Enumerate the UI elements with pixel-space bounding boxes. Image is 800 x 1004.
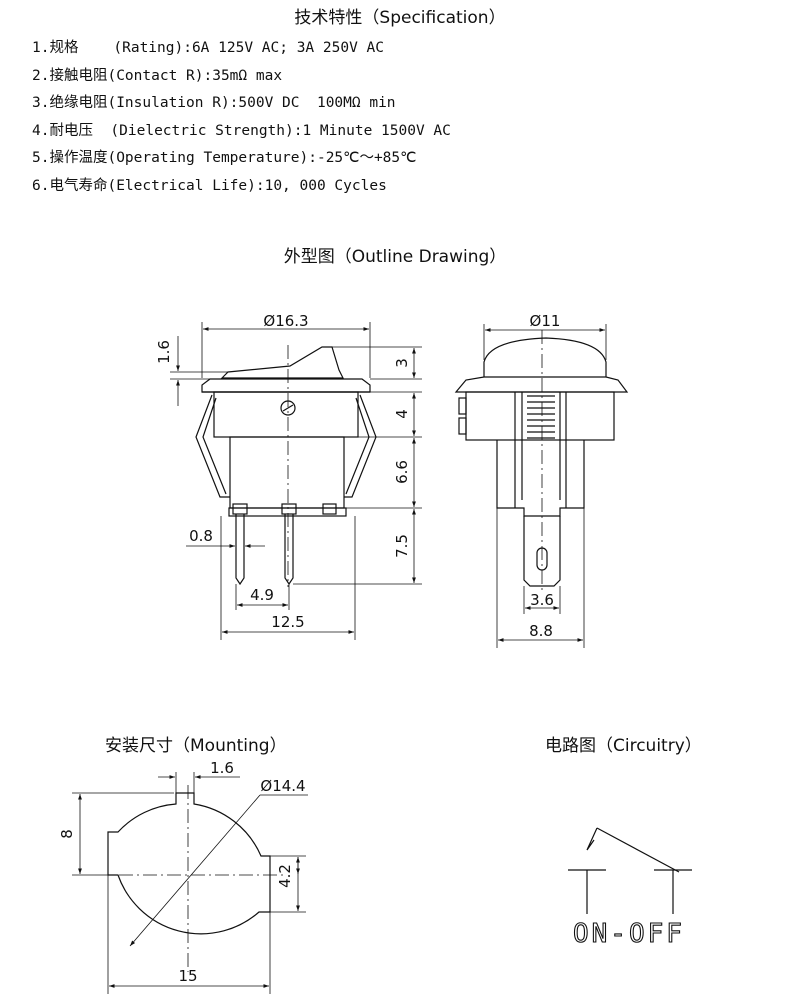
dim-cap-diameter: Ø11 xyxy=(530,312,561,330)
specification-title: 技术特性（Specification） xyxy=(294,8,506,28)
terminal-middle xyxy=(284,514,294,586)
dim-side-terminal-width: 3.6 xyxy=(530,591,554,609)
dim-terminal-length: 7.5 xyxy=(393,534,411,558)
dim-rocker-height: 1.6 xyxy=(155,340,173,364)
dim-hole-diameter: Ø14.4 xyxy=(260,777,305,795)
circuit-diagram xyxy=(568,827,692,914)
dim-flat-height: 4.2 xyxy=(276,864,294,888)
specification-list: 1.规格 (Rating):6A 125V AC; 3A 250V AC 2.接… xyxy=(32,35,451,200)
spec-item-insulation-resistance: 3.绝缘电阻(Insulation R):500V DC 100MΩ min xyxy=(32,95,396,111)
side-terminal xyxy=(523,516,561,587)
circuitry-title: 电路图（Circuitry） xyxy=(545,736,702,756)
dome-cap xyxy=(483,337,607,377)
spec-item-dielectric-strength: 4.耐电压 (Dielectric Strength):1 Minute 150… xyxy=(32,122,451,139)
mounting-cutout xyxy=(107,792,271,935)
switch-lever xyxy=(596,827,680,873)
dim-terminal-width: 0.8 xyxy=(189,527,213,545)
mounting-title: 安装尺寸（Mounting） xyxy=(105,736,287,756)
dim-side-base-width: 8.8 xyxy=(529,622,553,640)
circuit-label: ON-OFF xyxy=(573,919,685,949)
spec-item-electrical-life: 6.电气寿命(Electrical Life):10, 000 Cycles xyxy=(32,177,387,194)
dim-mount-height: 8 xyxy=(58,829,76,839)
bezel-cap xyxy=(201,378,371,393)
dim-front-width: Ø16.3 xyxy=(263,312,308,330)
switch-contact xyxy=(586,827,598,851)
spec-item-operating-temperature: 5.操作温度(Operating Temperature):-25℃～+85℃ xyxy=(32,150,417,166)
dim-base-width: 12.5 xyxy=(271,613,304,631)
body-lower xyxy=(229,436,345,509)
side-body xyxy=(465,391,615,441)
spec-item-rating: 1.规格 (Rating):6A 125V AC; 3A 250V AC xyxy=(32,40,385,56)
spec-item-contact-resistance: 2.接触电阻(Contact R):35mΩ max xyxy=(32,67,283,84)
dim-cap-height: 3 xyxy=(393,358,411,368)
dim-body-upper: 4 xyxy=(393,409,411,419)
dim-notch-width: 1.6 xyxy=(210,759,234,777)
dim-terminal-pitch: 4.9 xyxy=(250,586,274,604)
dim-body-lower: 6.6 xyxy=(393,460,411,484)
mounting-hole xyxy=(72,772,308,994)
rocker-actuator xyxy=(220,346,344,379)
side-view xyxy=(454,324,629,648)
front-view xyxy=(170,322,422,640)
outline-drawing-title: 外型图（Outline Drawing） xyxy=(283,247,507,267)
dim-mount-width: 15 xyxy=(178,967,197,985)
terminal-left xyxy=(235,514,245,586)
